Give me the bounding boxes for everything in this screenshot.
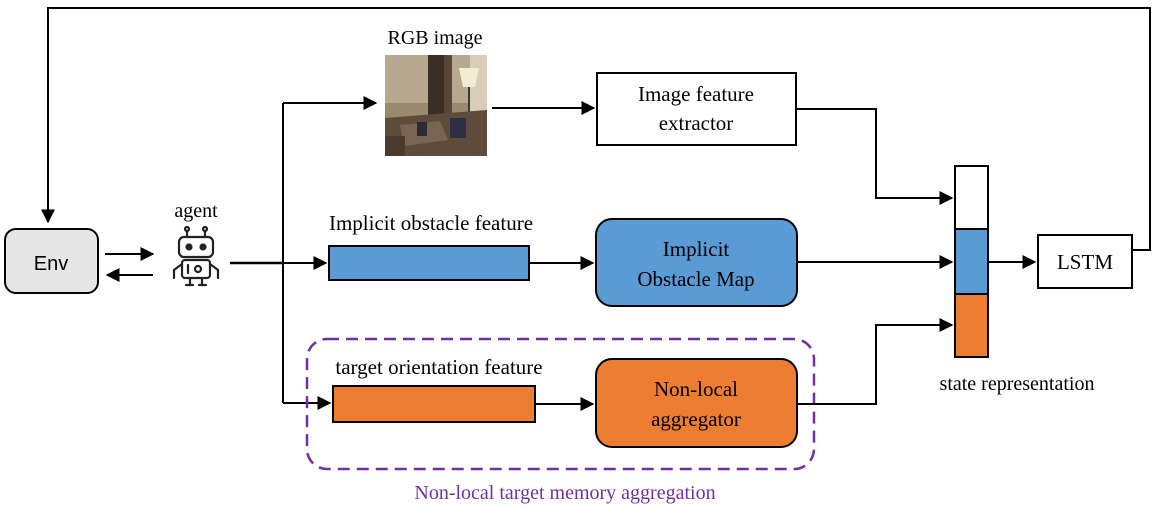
- memory-aggregation-label: Non-local target memory aggregation: [414, 482, 715, 504]
- aggregator-label-line1: Non-local: [654, 377, 738, 401]
- env-label: Env: [34, 253, 68, 275]
- robot-icon: [172, 225, 220, 287]
- extractor-label-line1: Image feature: [638, 82, 754, 106]
- agent-label: agent: [174, 200, 218, 222]
- rgb-image-label: RGB image: [388, 27, 483, 49]
- state-representation-label: state representation: [940, 373, 1095, 395]
- aggregator-to-state-arrow: [797, 318, 954, 405]
- implicit-map-label-line2: Obstacle Map: [637, 267, 754, 291]
- implicit-map-label-line1: Implicit: [663, 237, 730, 261]
- extractor-to-state-arrow: [796, 108, 954, 205]
- aggregator-label-line2: aggregator: [651, 407, 741, 431]
- target-feature-label: target orientation feature: [335, 355, 542, 379]
- target-feature-bar: [332, 385, 536, 423]
- feedback-loop-arrow: [41, 7, 1151, 251]
- implicit-feature-label: Implicit obstacle feature: [329, 211, 533, 235]
- extractor-label-line2: extractor: [659, 111, 734, 135]
- state-representation-stack: [954, 165, 989, 358]
- rgb-image-thumbnail: [385, 55, 487, 156]
- lstm-label: LSTM: [1057, 250, 1113, 274]
- image-feature-extractor: Image feature extractor: [596, 72, 797, 146]
- lstm-node: LSTM: [1037, 234, 1133, 289]
- non-local-aggregator: Non-local aggregator: [595, 358, 798, 448]
- implicit-obstacle-map: Implicit Obstacle Map: [595, 218, 798, 307]
- implicit-feature-bar: [328, 245, 530, 281]
- env-node: Env: [4, 228, 99, 294]
